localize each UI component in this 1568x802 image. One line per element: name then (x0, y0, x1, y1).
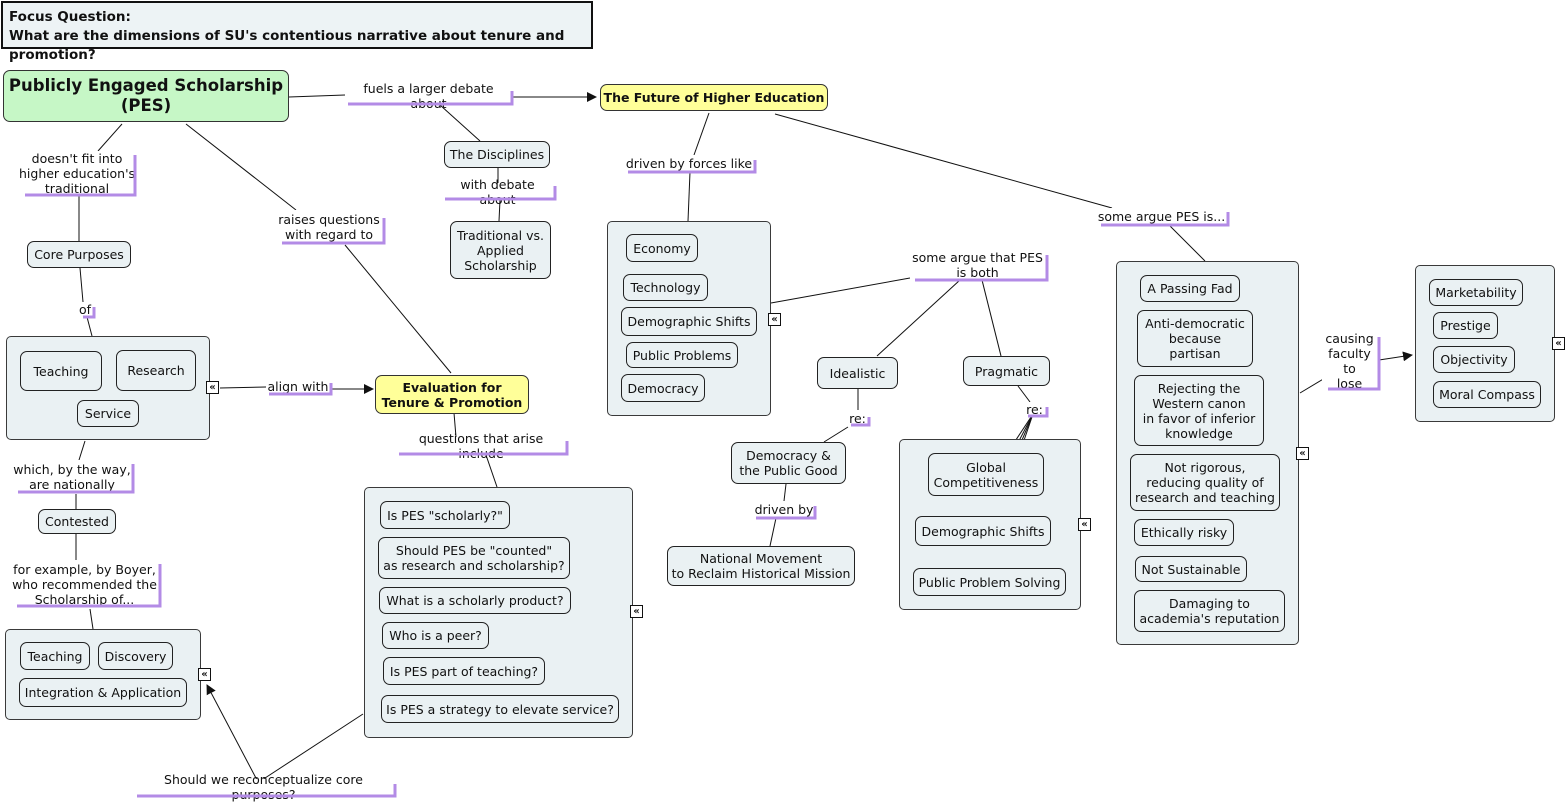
link-some-argue-both: some argue that PES is both (910, 249, 1045, 280)
concept-public-problems[interactable]: Public Problems (626, 342, 738, 368)
concept-teaching[interactable]: Teaching (20, 351, 102, 391)
question-who-is-peer[interactable]: Who is a peer? (382, 622, 489, 649)
link-reconceptualize: Should we reconceptualize core purposes? (133, 772, 394, 802)
link-fuels-debate: fuels a larger debate about (345, 81, 512, 111)
concept-passing-fad[interactable]: A Passing Fad (1140, 275, 1240, 302)
link-some-argue-is: some argue PES is... (1097, 208, 1226, 225)
concept-traditional-vs-applied[interactable]: Traditional vs. Applied Scholarship (450, 221, 551, 279)
concept-integration-application[interactable]: Integration & Application (19, 678, 187, 707)
concept-moral-compass[interactable]: Moral Compass (1433, 381, 1541, 408)
concept-economy[interactable]: Economy (626, 234, 698, 262)
link-align-with: align with (266, 378, 330, 395)
question-should-pes-be-counted[interactable]: Should PES be "counted" as research and … (378, 537, 570, 579)
concept-the-disciplines[interactable]: The Disciplines (444, 141, 550, 168)
collapse-criticism-icon[interactable]: « (1296, 447, 1309, 460)
link-raises-questions: raises questions with regard to (276, 210, 382, 244)
concept-contested[interactable]: Contested (38, 509, 116, 534)
focus-question-text: What are the dimensions of SU's contenti… (9, 28, 565, 63)
link-driven-by: driven by (753, 501, 815, 518)
concept-not-rigorous[interactable]: Not rigorous, reducing quality of resear… (1130, 454, 1280, 511)
link-doesnt-fit: doesn't fit into higher education's trad… (18, 151, 136, 196)
concept-demographic-shifts-2[interactable]: Demographic Shifts (915, 516, 1051, 546)
concept-core-purposes[interactable]: Core Purposes (27, 241, 131, 268)
concept-technology[interactable]: Technology (623, 274, 708, 301)
concept-democracy[interactable]: Democracy (621, 374, 705, 402)
collapse-questions-icon[interactable]: « (630, 605, 643, 618)
concept-evaluation-tenure-promotion[interactable]: Evaluation for Tenure & Promotion (375, 375, 529, 414)
concept-prestige[interactable]: Prestige (1433, 312, 1498, 339)
concept-national-movement[interactable]: National Movement to Reclaim Historical … (667, 546, 855, 586)
link-of: of (77, 302, 93, 317)
link-questions-arise: questions that arise include (396, 431, 566, 461)
question-is-pes-scholarly[interactable]: Is PES "scholarly?" (380, 501, 510, 529)
link-driven-by-forces: driven by forces like (624, 155, 754, 172)
question-scholarly-product[interactable]: What is a scholarly product? (379, 587, 571, 614)
link-with-debate: with debate about (441, 177, 554, 207)
concept-rejecting-western-canon[interactable]: Rejecting the Western canon in favor of … (1134, 375, 1264, 446)
link-re-idealistic: re: (847, 410, 868, 426)
concept-future-higher-education[interactable]: The Future of Higher Education (600, 84, 828, 111)
concept-anti-democratic[interactable]: Anti-democratic because partisan (1137, 310, 1253, 367)
concept-marketability[interactable]: Marketability (1429, 279, 1523, 306)
link-for-example-boyer: for example, by Boyer, who recommended t… (10, 560, 159, 609)
concept-idealistic[interactable]: Idealistic (817, 357, 898, 389)
collapse-boyer-icon[interactable]: « (198, 668, 211, 681)
link-causing-faculty: causing faculty to lose (1322, 331, 1377, 391)
question-pes-part-of-teaching[interactable]: Is PES part of teaching? (383, 657, 545, 685)
concept-ethically-risky[interactable]: Ethically risky (1134, 519, 1234, 546)
concept-discovery[interactable]: Discovery (98, 642, 173, 670)
collapse-values-icon[interactable]: « (1552, 337, 1565, 350)
concept-damaging-reputation[interactable]: Damaging to academia's reputation (1134, 590, 1285, 632)
collapse-pragmatic-icon[interactable]: « (1078, 518, 1091, 531)
concept-boyer-teaching[interactable]: Teaching (20, 642, 90, 670)
concept-service[interactable]: Service (77, 400, 139, 427)
focus-question-label: Focus Question: (9, 9, 131, 25)
concept-research[interactable]: Research (116, 350, 196, 391)
concept-public-problem-solving[interactable]: Public Problem Solving (913, 568, 1066, 596)
link-re-pragmatic: re: (1024, 402, 1045, 417)
collapse-core-purposes-icon[interactable]: « (206, 381, 219, 394)
concept-democracy-public-good[interactable]: Democracy & the Public Good (731, 442, 846, 484)
link-which-by-the-way: which, by the way, are nationally (13, 460, 131, 493)
concept-pragmatic[interactable]: Pragmatic (963, 356, 1050, 386)
concept-not-sustainable[interactable]: Not Sustainable (1135, 556, 1247, 582)
collapse-forces-icon[interactable]: « (768, 313, 781, 326)
concept-global-competitiveness[interactable]: Global Competitiveness (928, 453, 1044, 496)
concept-objectivity[interactable]: Objectivity (1433, 346, 1515, 373)
question-elevate-service[interactable]: Is PES a strategy to elevate service? (381, 695, 619, 723)
concept-demographic-shifts[interactable]: Demographic Shifts (621, 307, 757, 336)
focus-question-box: Focus Question: What are the dimensions … (1, 1, 593, 63)
concept-pes[interactable]: Publicly Engaged Scholarship (PES) (3, 70, 289, 122)
